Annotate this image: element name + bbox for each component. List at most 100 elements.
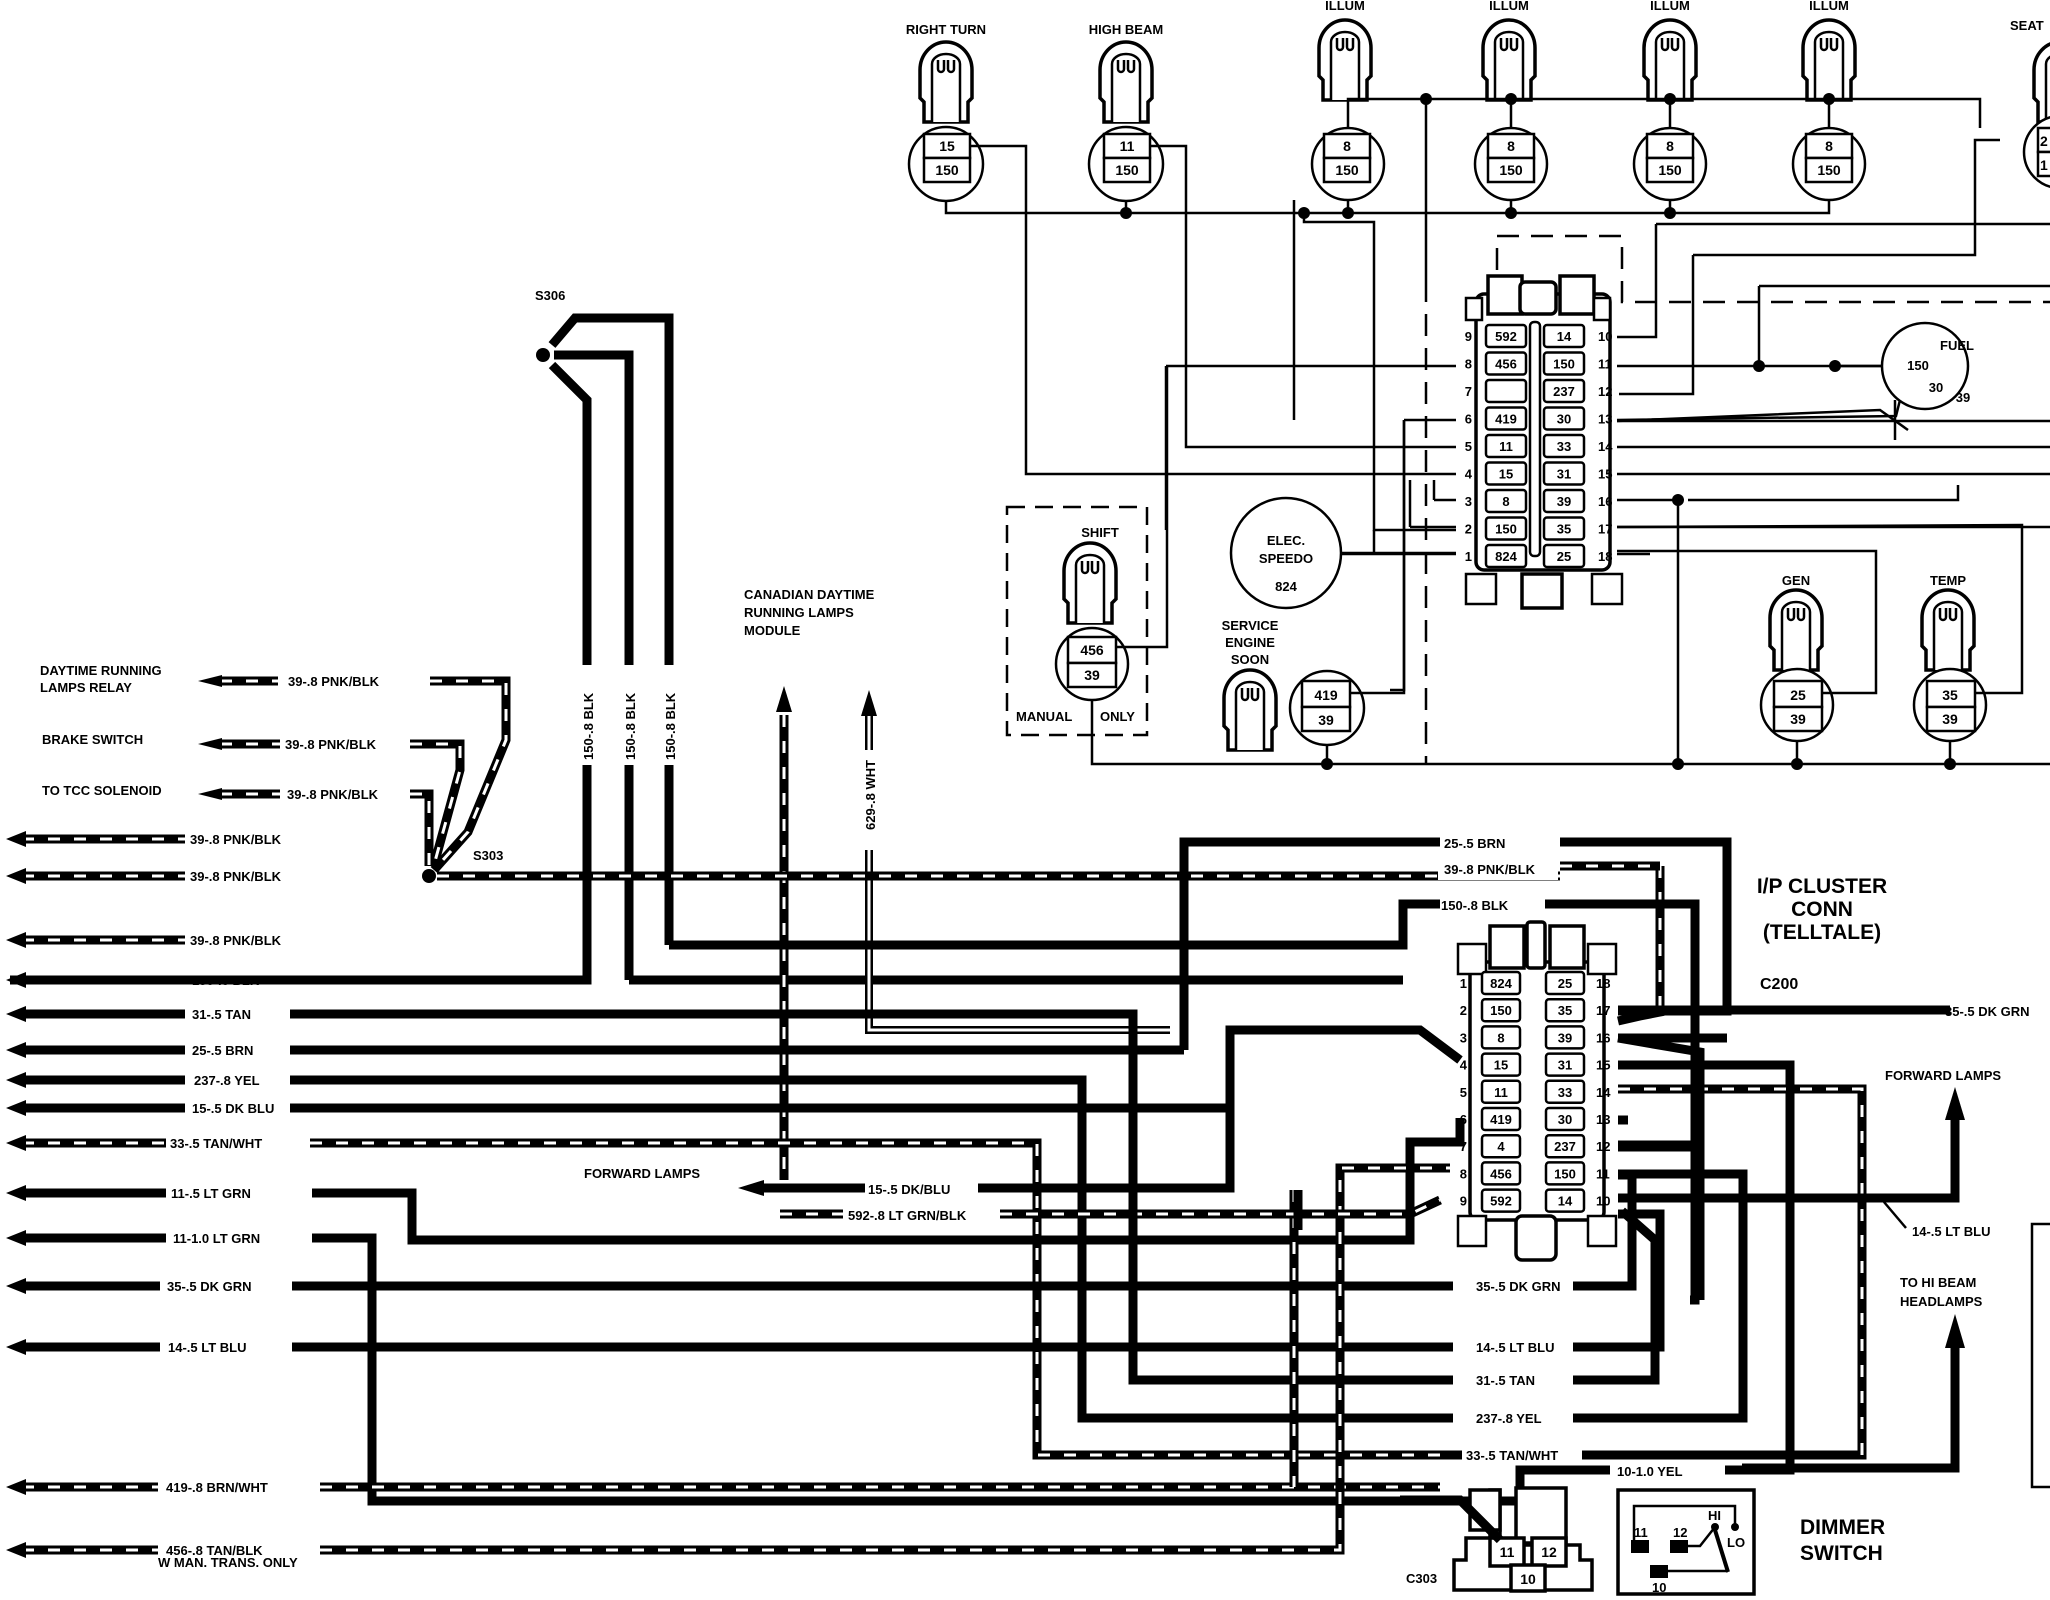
connector-pin: 83 — [1460, 1025, 1522, 1050]
wire-label: 39-.8 PNK/BLK — [190, 869, 282, 884]
pin-number: 6 — [1465, 412, 1472, 427]
wire-label-vert150-2: 150-.8 BLK — [618, 665, 640, 765]
title-line-2: CONN — [1791, 898, 1853, 921]
wire-label: 629-.8 WHT — [863, 760, 878, 830]
connector-c303: 11 12 10 C303 — [1406, 1486, 1594, 1593]
dimmer-lo-label: LO — [1727, 1535, 1745, 1550]
bulb-pin-top: 2 — [2040, 133, 2048, 149]
wire-label: 14-.5 LT BLU — [168, 1340, 247, 1355]
pin-number: 11 — [1596, 1166, 1610, 1181]
pin-number: 7 — [1460, 1139, 1467, 1154]
pin-circuit: 39 — [1558, 1030, 1572, 1045]
bulb-pin-top: 8 — [1666, 138, 1674, 154]
wire-w39b: 39-.8 PNK/BLK — [6, 868, 282, 884]
pin-number: 16 — [1598, 494, 1612, 509]
wire-label: 150-.8 BLK — [581, 692, 596, 760]
pin-circuit: 15 — [1494, 1058, 1508, 1073]
splice-label: S303 — [473, 848, 503, 863]
wire-label: 11-.5 LT GRN — [171, 1186, 251, 1201]
bulb-icon — [918, 40, 974, 124]
connector-pin: 47 — [1460, 1133, 1522, 1159]
speedo-label-1: ELEC. — [1267, 533, 1305, 548]
arrow-left-icon — [6, 1479, 26, 1495]
bulb-pin-top: 8 — [1825, 138, 1833, 154]
destination-label: TO TCC SOLENOID — [42, 783, 162, 798]
wire-drl-relay: DAYTIME RUNNING LAMPS RELAY 39-.8 PNK/BL… — [40, 663, 511, 874]
connector-pin: 115 — [1465, 433, 1528, 459]
arrow-left-icon — [198, 788, 222, 800]
destination-label-1: TO HI BEAM — [1900, 1275, 1976, 1290]
wire-label-vert150-3: 150-.8 BLK — [658, 665, 680, 765]
arrow-left-icon — [6, 1278, 26, 1294]
bulb-service-engine-soon: SERVICE ENGINE SOON 419 39 — [1222, 618, 1366, 752]
bulb-icon — [1481, 18, 1537, 102]
pin-circuit: 592 — [1495, 329, 1517, 344]
wire-label: 39-.8 PNK/BLK — [287, 787, 379, 802]
fuel-pin-30: 30 — [1929, 380, 1943, 395]
splice-s303: S303 — [422, 848, 503, 883]
connector-pin: 7 — [1465, 378, 1528, 404]
pin-circuit: 25 — [1557, 549, 1571, 564]
bulb-icon — [1098, 40, 1154, 124]
connector-pin: 154 — [1460, 1052, 1522, 1077]
bulb-pin-top: 456 — [1080, 642, 1104, 658]
pin-number: 13 — [1596, 1112, 1610, 1127]
arrow-left-icon — [6, 972, 26, 988]
wire-w33: 33-.5 TAN/WHT — [6, 1135, 262, 1151]
pin-number: 7 — [1465, 384, 1472, 399]
pin-number: 5 — [1465, 439, 1472, 454]
pin-number: 12 — [1598, 384, 1612, 399]
bulb-label: GEN — [1782, 573, 1810, 588]
wire-brake-switch: BRAKE SWITCH 39-.8 PNK/BLK — [42, 732, 465, 867]
pin-circuit: 592 — [1490, 1194, 1512, 1209]
c303-pin-10: 10 — [1520, 1571, 1536, 1587]
pin-circuit: 824 — [1490, 976, 1512, 991]
bulb-label: SEAT — [2010, 18, 2044, 33]
arrow-left-icon — [6, 1339, 26, 1355]
bulb-illum-2: ILLUM 8 150 — [1473, 0, 1549, 202]
wire-tcc-solenoid: TO TCC SOLENOID 39-.8 PNK/BLK — [42, 783, 434, 866]
pin-circuit: 419 — [1490, 1112, 1512, 1127]
bulb-pin-bottom: 150 — [1658, 162, 1682, 178]
manual-label: MANUAL — [1016, 709, 1072, 724]
arrow-left-icon — [198, 675, 222, 687]
bulb-gen: GEN 25 39 — [1759, 573, 1835, 743]
pin-number: 8 — [1460, 1166, 1467, 1181]
wire-label: 31-.5 TAN — [1476, 1373, 1535, 1388]
wire-label: 11-1.0 LT GRN — [173, 1231, 260, 1246]
bulb-label: ILLUM — [1489, 0, 1529, 13]
bulb-right-turn: RIGHT TURN 15 150 — [906, 22, 986, 203]
bulb-pin-bottom: 150 — [1335, 162, 1359, 178]
bulb-label: ILLUM — [1650, 0, 1690, 13]
connector-pin: 115 — [1460, 1079, 1522, 1105]
arrow-left-icon — [198, 738, 222, 750]
bulb-high-beam: HIGH BEAM 11 150 — [1087, 22, 1165, 203]
wire-label: 39-.8 PNK/BLK — [190, 832, 282, 847]
bulb-label: ILLUM — [1325, 0, 1365, 13]
wire-w456: 456-.8 TAN/BLK — [6, 1542, 263, 1558]
pin-circuit: 456 — [1490, 1166, 1512, 1181]
wire-w25: 25-.5 BRN — [6, 1042, 253, 1058]
wire-label: 237-.8 YEL — [194, 1073, 260, 1088]
pin-circuit: 15 — [1499, 467, 1513, 482]
destination-label-2: RUNNING LAMPS — [744, 605, 854, 620]
connector-id: C303 — [1406, 1571, 1437, 1586]
forward-lamps-left: FORWARD LAMPS 15-.5 DK/BLU — [584, 1108, 1235, 1197]
pin-number: 10 — [1598, 329, 1612, 344]
wire-label: 35-.5 DK GRN — [167, 1279, 252, 1294]
pin-circuit: 25 — [1558, 976, 1572, 991]
destination-label-3: MODULE — [744, 623, 801, 638]
pin-circuit: 33 — [1557, 439, 1571, 454]
pin-number: 17 — [1598, 522, 1612, 537]
